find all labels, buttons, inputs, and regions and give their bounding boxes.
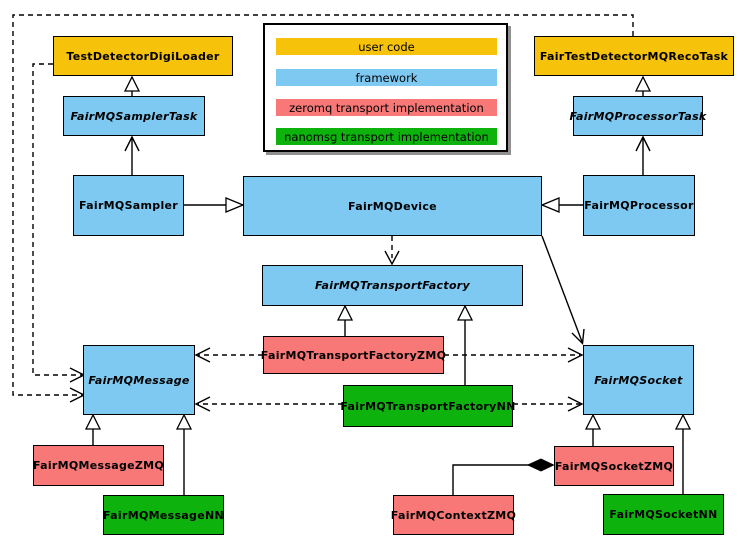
node-fairmqprocessortask: FairMQProcessorTask — [569, 96, 706, 136]
legend-item-nanomsg: nanomsg transport implementation — [276, 128, 497, 145]
edge-transportfactorynn-to-message-dashed — [194, 396, 343, 412]
node-fairmqprocessor: FairMQProcessor — [583, 175, 695, 236]
node-fairmqdevice: FairMQDevice — [243, 176, 542, 236]
edge-sampler-to-device — [184, 197, 245, 213]
edge-socketnn-to-socket — [674, 413, 692, 494]
edge-device-to-transportfactory-dashed — [384, 236, 400, 266]
edge-transportfactoryzmq-to-socket-dashed — [444, 347, 584, 363]
edge-processortask-to-recotask — [634, 75, 652, 96]
edge-processor-to-processortask — [635, 135, 651, 175]
edge-device-to-socket — [541, 235, 585, 346]
node-fairmqsocketnn: FairMQSocketNN — [603, 494, 724, 535]
legend-item-framework: framework — [276, 69, 497, 86]
edge-transportfactorynn-to-transportfactory — [456, 304, 474, 385]
node-fairmqsocket: FairMQSocket — [583, 345, 694, 415]
edge-messagezmq-to-message — [84, 413, 102, 445]
node-fairmqsocketzmq: FairMQSocketZMQ — [554, 446, 674, 486]
edge-socketzmq-to-socket — [584, 413, 602, 446]
node-fairmqmessagenn: FairMQMessageNN — [103, 495, 224, 535]
node-fairmqtransportfactorynn: FairMQTransportFactoryNN — [340, 385, 515, 427]
legend: user code framework zeromq transport imp… — [263, 23, 508, 152]
legend-item-user-code: user code — [276, 38, 497, 55]
node-fairmqtransportfactory: FairMQTransportFactory — [262, 265, 523, 306]
node-testdetectordigiloader: TestDetectorDigiLoader — [53, 36, 233, 76]
edge-samplertask-to-digiloader — [123, 75, 141, 96]
node-fairmqsampler: FairMQSampler — [73, 175, 184, 236]
node-fairmqtransportfactoryzmq: FairMQTransportFactoryZMQ — [261, 336, 446, 374]
edge-transportfactorynn-to-socket-dashed — [513, 396, 584, 412]
node-fairtestdetectormqrecotask: FairTestDetectorMQRecoTask — [534, 36, 734, 76]
node-fairmqmessagezmq: FairMQMessageZMQ — [33, 445, 164, 486]
edge-messagenn-to-message — [175, 413, 193, 495]
node-fairmqcontextzmq: FairMQContextZMQ — [391, 495, 516, 535]
legend-item-zeromq: zeromq transport implementation — [276, 99, 497, 116]
node-fairmqmessage: FairMQMessage — [83, 345, 195, 415]
node-fairmqsamplertask: FairMQSamplerTask — [63, 96, 205, 136]
edge-sampler-to-samplertask — [124, 135, 140, 175]
edge-contextzmq-to-socketzmq-composition — [452, 458, 555, 495]
edge-processor-to-device — [540, 197, 583, 213]
edge-transportfactoryzmq-to-transportfactory — [336, 304, 354, 336]
edge-transportfactoryzmq-to-message-dashed — [194, 347, 263, 363]
